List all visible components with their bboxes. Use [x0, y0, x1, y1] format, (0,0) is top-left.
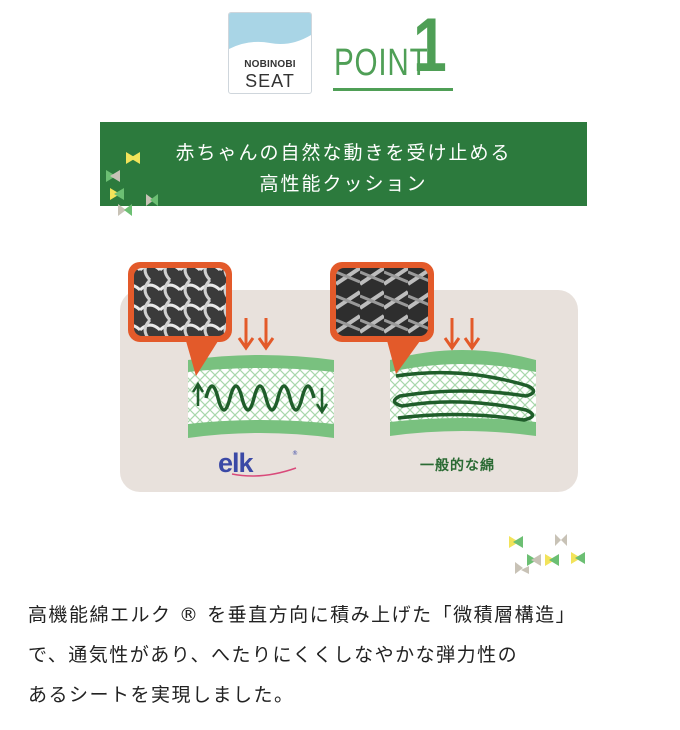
- ordinary-cotton-label: 一般的な綿: [420, 458, 495, 474]
- elk-brand-label: elk: [218, 448, 254, 478]
- point-label: POINT: [334, 42, 429, 84]
- headline-banner: 赤ちゃんの自然な動きを受け止める 高性能クッション: [100, 122, 587, 206]
- nobinobi-seat-logo: NOBINOBI SEAT: [228, 12, 312, 94]
- description-line-1: 高機能綿エルク ® を垂直方向に積み上げた「微積層構造」: [28, 604, 577, 626]
- logo-wave-graphic: [229, 13, 311, 49]
- decorative-pattern-left: [106, 152, 158, 216]
- diagram-panel: [120, 290, 578, 492]
- point-number: 1: [413, 3, 447, 88]
- description-line-2: で、通気性があり、へたりにくくしなやかな弾力性の: [28, 644, 519, 666]
- description-line-3: あるシートを実現しました。: [28, 684, 295, 706]
- elk-registered-mark: ®: [292, 450, 298, 457]
- logo-text-bottom: SEAT: [245, 71, 295, 91]
- headline-line-2: 高性能クッション: [259, 173, 428, 195]
- point-underline: [333, 88, 453, 91]
- description-text: 高機能綿エルク ® を垂直方向に積み上げた「微積層構造」 で、通気性があり、へた…: [28, 595, 668, 715]
- logo-text-top: NOBINOBI: [244, 59, 296, 70]
- decorative-pattern-right: [509, 534, 585, 574]
- headline-line-1: 赤ちゃんの自然な動きを受け止める: [175, 142, 512, 164]
